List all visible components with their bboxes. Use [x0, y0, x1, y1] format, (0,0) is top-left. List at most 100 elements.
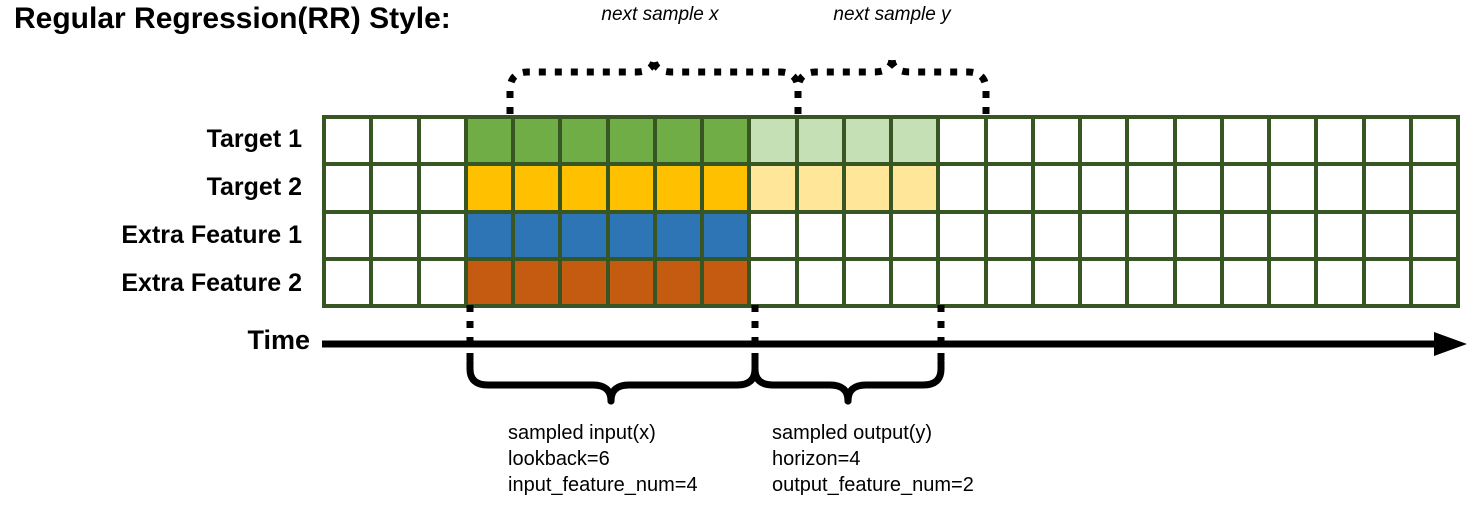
grid-cell-r2-c12 — [845, 166, 889, 210]
grid-cell-r3-c22 — [1318, 213, 1362, 257]
grid-cell-r3-c2 — [373, 213, 417, 257]
grid-cell-r3-c23 — [1365, 213, 1409, 257]
grid-cell-r4-c5 — [515, 260, 559, 304]
grid-cell-r2-c14 — [940, 166, 984, 210]
grid-cell-r3-c5 — [515, 213, 559, 257]
grid-cell-r3-c10 — [751, 213, 795, 257]
grid-cell-r3-c6 — [562, 213, 606, 257]
grid-cell-r4-c22 — [1318, 260, 1362, 304]
grid-cell-r4-c24 — [1412, 260, 1456, 304]
grid-cell-r1-c24 — [1412, 119, 1456, 163]
grid-cell-r2-c21 — [1271, 166, 1315, 210]
grid-cell-r2-c5 — [515, 166, 559, 210]
grid-cell-r1-c11 — [798, 119, 842, 163]
grid-cell-r3-c8 — [656, 213, 700, 257]
grid-cell-r1-c20 — [1223, 119, 1267, 163]
grid-cell-r4-c11 — [798, 260, 842, 304]
grid-cell-r2-c16 — [1034, 166, 1078, 210]
grid-cell-r4-c15 — [987, 260, 1031, 304]
grid-cell-r4-c19 — [1176, 260, 1220, 304]
grid-cell-r1-c6 — [562, 119, 606, 163]
grid-cell-r1-c14 — [940, 119, 984, 163]
grid-cell-r4-c8 — [656, 260, 700, 304]
grid-cell-r1-c3 — [420, 119, 464, 163]
grid-cell-r4-c17 — [1082, 260, 1126, 304]
caption-output-line-2: horizon=4 — [772, 448, 861, 470]
grid-cell-r1-c10 — [751, 119, 795, 163]
grid-cell-r4-c4 — [467, 260, 511, 304]
grid-cell-r3-c12 — [845, 213, 889, 257]
grid-cell-r3-c21 — [1271, 213, 1315, 257]
grid-cell-r4-c13 — [893, 260, 937, 304]
grid-cell-r1-c5 — [515, 119, 559, 163]
grid-cell-r2-c11 — [798, 166, 842, 210]
grid-cell-r3-c11 — [798, 213, 842, 257]
grid-cell-r3-c9 — [704, 213, 748, 257]
grid-cell-r4-c14 — [940, 260, 984, 304]
caption-input-line-1: sampled input(x) — [508, 422, 656, 444]
grid-cell-r3-c13 — [893, 213, 937, 257]
grid-cell-r3-c24 — [1412, 213, 1456, 257]
caption-input-line-3: input_feature_num=4 — [508, 474, 698, 496]
grid-cell-r2-c17 — [1082, 166, 1126, 210]
grid-cell-r3-c16 — [1034, 213, 1078, 257]
grid-cell-r2-c24 — [1412, 166, 1456, 210]
row-label-extra-feature-1: Extra Feature 1 — [121, 221, 302, 249]
grid-cell-r3-c19 — [1176, 213, 1220, 257]
grid-cell-r1-c13 — [893, 119, 937, 163]
caption-output-line-3: output_feature_num=2 — [772, 474, 974, 496]
grid-cell-r4-c9 — [704, 260, 748, 304]
grid-cell-r1-c19 — [1176, 119, 1220, 163]
row-label-target-1: Target 1 — [206, 125, 302, 153]
page-title: Regular Regression(RR) Style: — [14, 2, 451, 35]
grid-cell-r1-c2 — [373, 119, 417, 163]
grid-cell-r4-c6 — [562, 260, 606, 304]
grid-cell-r3-c4 — [467, 213, 511, 257]
grid-cell-r3-c3 — [420, 213, 464, 257]
time-axis-arrow — [322, 332, 1467, 356]
grid-cell-r1-c18 — [1129, 119, 1173, 163]
time-axis-label: Time — [247, 325, 310, 355]
grid-cell-r2-c15 — [987, 166, 1031, 210]
grid-cell-r2-c20 — [1223, 166, 1267, 210]
grid-cell-r2-c13 — [893, 166, 937, 210]
row-label-extra-feature-2: Extra Feature 2 — [121, 269, 302, 297]
caption-input-line-2: lookback=6 — [508, 448, 610, 470]
grid-cell-r1-c1 — [326, 119, 370, 163]
grid-cell-r1-c21 — [1271, 119, 1315, 163]
grid-cell-r2-c10 — [751, 166, 795, 210]
grid-cell-r4-c12 — [845, 260, 889, 304]
grid-cell-r2-c22 — [1318, 166, 1362, 210]
next-sample-y-label: next sample y — [833, 4, 951, 25]
grid-cell-r1-c15 — [987, 119, 1031, 163]
grid-cell-r2-c19 — [1176, 166, 1220, 210]
grid-cell-r1-c9 — [704, 119, 748, 163]
next-sample-x-label: next sample x — [601, 4, 719, 25]
top-dotted-braces — [506, 57, 990, 114]
grid-cell-r1-c16 — [1034, 119, 1078, 163]
grid-cell-r2-c8 — [656, 166, 700, 210]
grid-cell-r1-c17 — [1082, 119, 1126, 163]
grid-cell-r1-c7 — [609, 119, 653, 163]
grid-cell-r4-c10 — [751, 260, 795, 304]
grid-cell-r4-c1 — [326, 260, 370, 304]
grid-cell-r3-c7 — [609, 213, 653, 257]
grid-cell-r4-c18 — [1129, 260, 1173, 304]
bottom-braces-and-droplines — [466, 305, 945, 405]
grid-cell-r2-c3 — [420, 166, 464, 210]
grid-cell-r1-c8 — [656, 119, 700, 163]
grid-cell-r2-c6 — [562, 166, 606, 210]
grid-cell-r3-c20 — [1223, 213, 1267, 257]
grid-cell-r1-c12 — [845, 119, 889, 163]
grid-cell-r2-c2 — [373, 166, 417, 210]
grid-cell-r1-c23 — [1365, 119, 1409, 163]
row-label-column: Target 1 Target 2 Extra Feature 1 Extra … — [0, 115, 312, 308]
caption-sampled-output: sampled output(y) horizon=4 output_featu… — [772, 420, 974, 498]
grid-cell-r3-c1 — [326, 213, 370, 257]
grid-cell-r2-c18 — [1129, 166, 1173, 210]
grid-cell-r3-c14 — [940, 213, 984, 257]
grid-cell-r4-c23 — [1365, 260, 1409, 304]
row-label-target-2: Target 2 — [206, 173, 302, 201]
grid-cell-r2-c23 — [1365, 166, 1409, 210]
